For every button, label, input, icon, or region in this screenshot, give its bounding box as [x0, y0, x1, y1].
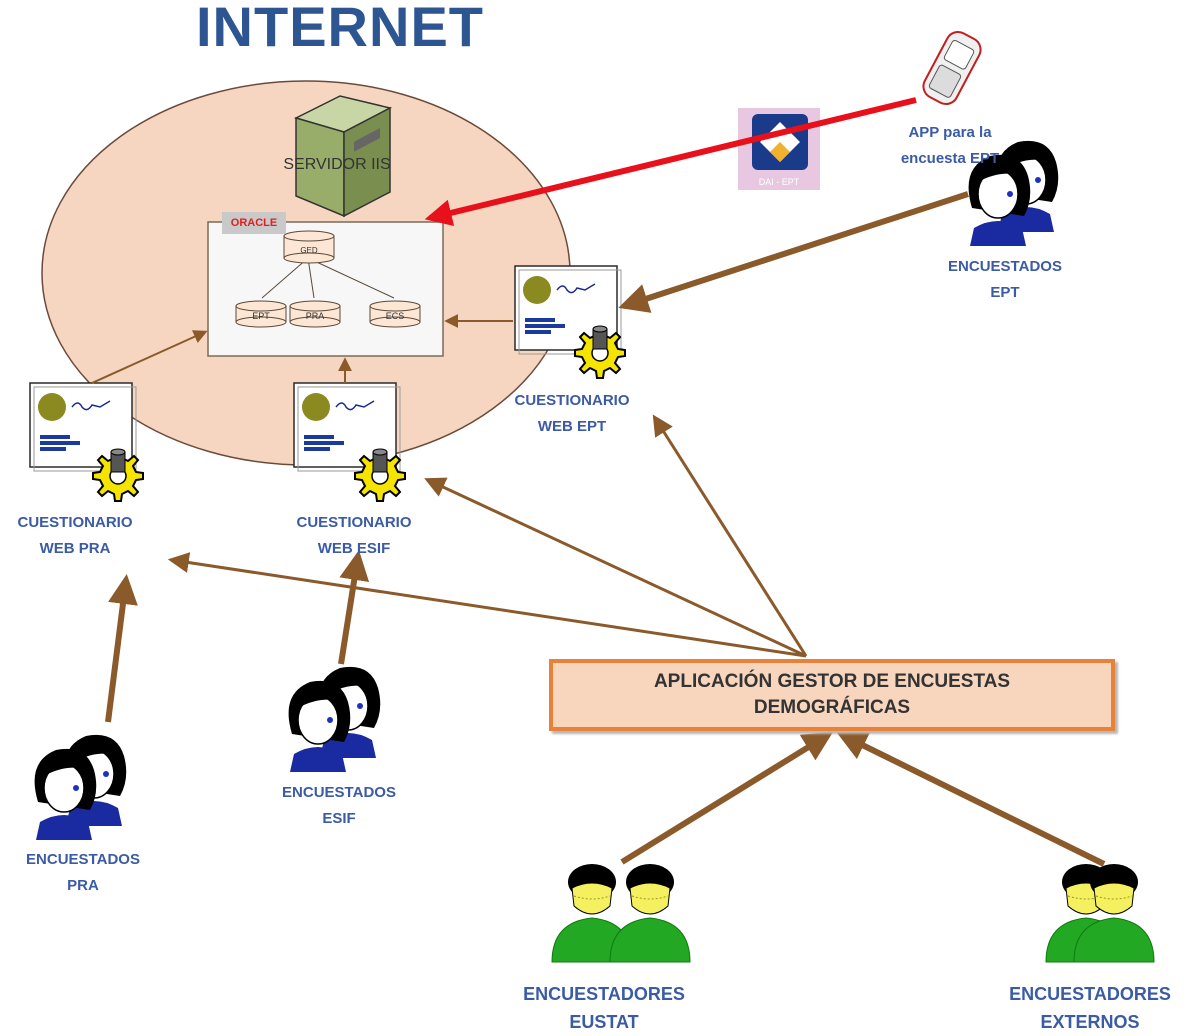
interviewers-external-icon [1045, 863, 1155, 963]
app-ept-label: APP para la encuesta EPT [880, 120, 1020, 172]
server-label: SERVIDOR IIS [283, 156, 391, 173]
manager-app-line2: DEMOGRÁFICAS [753, 697, 911, 718]
respondents-pra-label: ENCUESTADOS PRA [8, 847, 158, 899]
respondents-esif-line2: ESIF [322, 810, 356, 827]
questionnaire-esif-line2: WEB ESIF [317, 540, 391, 557]
db-pra-icon [289, 300, 341, 328]
questionnaire-pra-icon [29, 382, 144, 502]
interviewers-eustat-icon [551, 863, 691, 963]
db-ept-label: EPT [252, 311, 270, 321]
dai-ept-logo: DAI - EPT [738, 108, 820, 190]
arrow-eustat-to-manager [620, 731, 834, 865]
app-ept-line2: encuesta EPT [900, 150, 1000, 167]
manager-app-line1: APLICACIÓN GESTOR DE ENCUESTAS [653, 671, 1011, 692]
questionnaire-esif-line1: CUESTIONARIO [296, 514, 412, 531]
db-ged-icon [283, 230, 335, 264]
respondents-esif-icon [287, 666, 381, 773]
questionnaire-ept-label: CUESTIONARIO WEB EPT [492, 388, 652, 440]
interviewers-eustat-line1: ENCUESTADORES [523, 984, 685, 1004]
questionnaire-esif-label: CUESTIONARIO WEB ESIF [274, 510, 434, 562]
respondents-pra-line2: PRA [67, 877, 99, 894]
questionnaire-pra-line2: WEB PRA [39, 540, 111, 557]
arrow-pra-to-oracle [91, 330, 208, 384]
questionnaire-ept-line2: WEB EPT [537, 418, 607, 435]
manager-app-box: APLICACIÓN GESTOR DE ENCUESTAS DEMOGRÁFI… [549, 659, 1115, 731]
questionnaire-esif-icon [293, 382, 406, 502]
interviewers-external-line2: EXTERNOS [1040, 1012, 1140, 1032]
respondents-ept-line1: ENCUESTADOS [948, 258, 1062, 275]
respondents-esif-line1: ENCUESTADOS [282, 784, 396, 801]
db-ecs-icon [369, 300, 421, 328]
arrow-manager-to-ept [652, 414, 808, 657]
arrow-respondents-esif [338, 550, 370, 665]
oracle-tag: ORACLE [222, 212, 286, 234]
interviewers-external-label: ENCUESTADORES EXTERNOS [990, 980, 1190, 1036]
questionnaire-pra-label: CUESTIONARIO WEB PRA [0, 510, 150, 562]
app-ept-line1: APP para la [908, 124, 992, 141]
server-icon [293, 95, 393, 218]
arrow-respondents-ept [618, 191, 969, 313]
questionnaire-ept-line1: CUESTIONARIO [514, 392, 630, 409]
db-ecs-label: ECS [386, 311, 405, 321]
diagram-title: INTERNET [196, 0, 484, 58]
arrow-manager-to-pra [167, 552, 807, 658]
db-ept-icon [235, 300, 287, 328]
respondents-esif-label: ENCUESTADOS ESIF [264, 780, 414, 832]
interviewers-eustat-line2: EUSTAT [569, 1012, 639, 1032]
arrow-app-to-oracle [424, 97, 917, 227]
arrow-manager-to-esif [424, 477, 807, 658]
respondents-ept-line2: EPT [990, 284, 1020, 301]
respondents-pra-line1: ENCUESTADOS [26, 851, 140, 868]
mobile-phone-icon [922, 30, 982, 106]
arrow-respondents-pra [105, 574, 138, 723]
oracle-db-tree [261, 257, 395, 299]
interviewers-external-line1: ENCUESTADORES [1009, 984, 1171, 1004]
questionnaire-pra-line1: CUESTIONARIO [17, 514, 133, 531]
respondents-ept-label: ENCUESTADOS EPT [930, 254, 1080, 306]
db-pra-label: PRA [306, 311, 325, 321]
db-ged-label: GED [300, 246, 318, 255]
dai-ept-logo-caption: DAI - EPT [759, 177, 800, 187]
interviewers-eustat-label: ENCUESTADORES EUSTAT [494, 980, 714, 1036]
arrow-external-to-manager [836, 732, 1106, 867]
respondents-pra-icon [33, 734, 127, 841]
